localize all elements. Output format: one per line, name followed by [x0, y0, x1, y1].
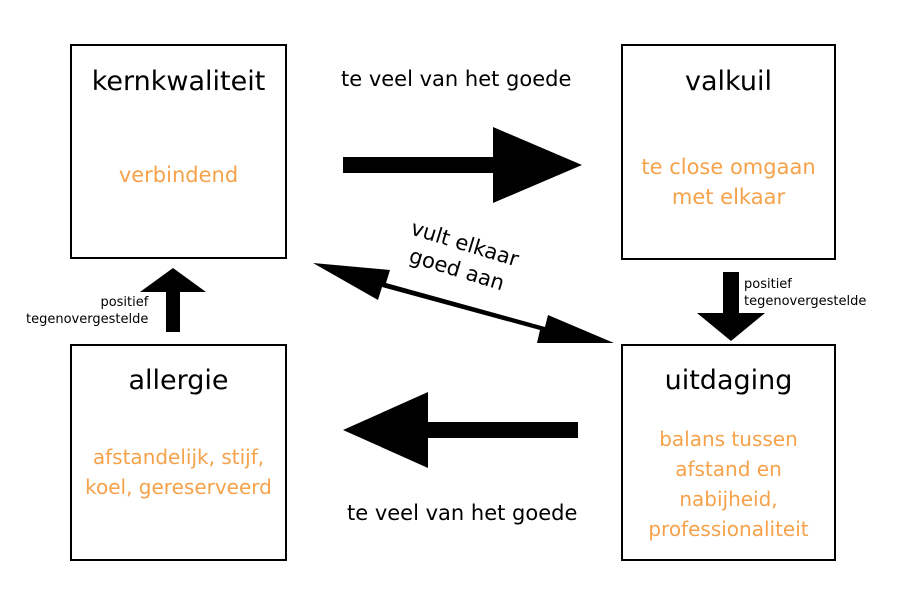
box-value: verbindend [118, 163, 239, 187]
box-allergie: allergie afstandelijk, stijf, koel, gere… [70, 344, 287, 561]
label-top: te veel van het goede [341, 67, 572, 91]
label-bottom: te veel van het goede [347, 501, 578, 525]
box-title: kernkwaliteit [91, 66, 266, 97]
arrow-left-icon [343, 392, 578, 468]
box-title: allergie [128, 365, 229, 396]
label-left-side: positief tegenovergestelde [26, 295, 149, 327]
box-title: uitdaging [664, 365, 793, 396]
arrow-up-icon [140, 268, 206, 332]
box-value: afstandelijk, stijf, koel, gereserveerd [85, 445, 272, 499]
box-value: balans tussen afstand en nabijheid, prof… [648, 427, 809, 541]
box-kernkwaliteit: kernkwaliteit verbindend [70, 44, 287, 259]
box-uitdaging: uitdaging balans tussen afstand en nabij… [621, 344, 836, 561]
box-valkuil: valkuil te close omgaan met elkaar [621, 44, 836, 260]
box-title: valkuil [685, 66, 772, 97]
label-right-side: positief tegenovergestelde [744, 277, 867, 309]
arrow-right-icon [343, 127, 582, 203]
arrow-down-icon [697, 272, 765, 341]
double-arrow-diagonal-icon [313, 263, 614, 343]
box-value: te close omgaan met elkaar [641, 155, 816, 209]
